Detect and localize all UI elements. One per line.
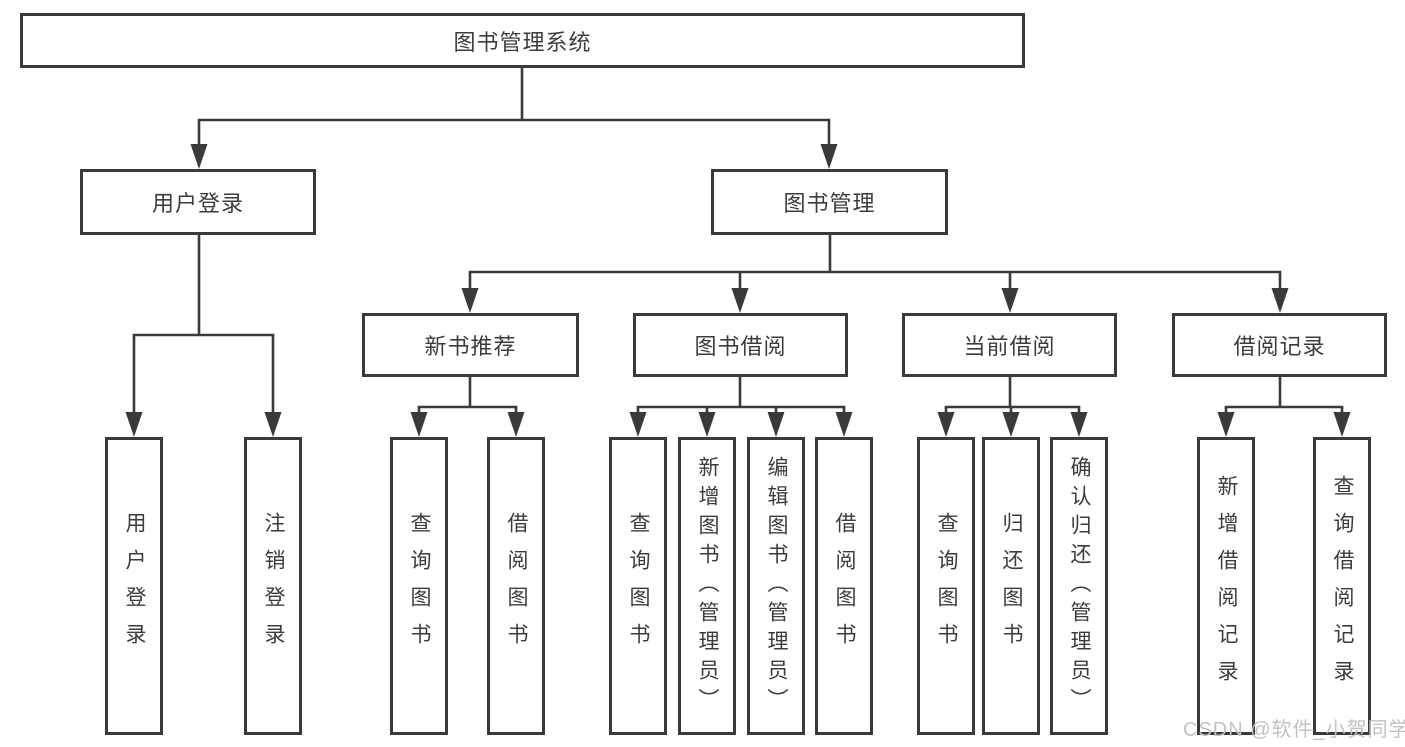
arrow-down-icon: [1271, 288, 1289, 313]
arrow-down-icon: [190, 144, 208, 169]
leaf-borrow-book-recommend: 借阅图书: [487, 437, 545, 735]
arrow-down-icon: [264, 412, 282, 437]
node-root: 图书管理系统: [20, 13, 1025, 68]
arrow-down-icon: [731, 288, 749, 313]
csdn-watermark: CSDN @软件_小贺同学: [1183, 719, 1405, 741]
arrow-down-icon: [1001, 288, 1019, 313]
arrow-down-icon: [937, 412, 955, 437]
leaf-logout: 注销登录: [244, 437, 302, 735]
arrow-down-icon: [820, 144, 838, 169]
node-borrow-records: 借阅记录: [1172, 313, 1387, 377]
arrow-down-icon: [507, 412, 525, 437]
arrow-down-icon: [698, 412, 716, 437]
node-book-borrow: 图书借阅: [633, 313, 848, 377]
arrow-down-icon: [410, 412, 428, 437]
arrow-down-icon: [1070, 412, 1088, 437]
node-current-borrow: 当前借阅: [902, 313, 1117, 377]
leaf-return-book: 归还图书: [982, 437, 1040, 735]
arrow-down-icon: [461, 288, 479, 313]
node-book-management: 图书管理: [711, 169, 948, 235]
leaf-add-borrow-record: 新增借阅记录: [1197, 437, 1255, 735]
leaf-query-book-borrow: 查询图书: [609, 437, 667, 735]
arrow-down-icon: [1217, 412, 1235, 437]
leaf-query-borrow-record: 查询借阅记录: [1313, 437, 1371, 735]
arrow-down-icon: [1333, 412, 1351, 437]
leaf-query-book-current: 查询图书: [917, 437, 975, 735]
leaf-add-book-admin: 新增图书（管理员）: [678, 437, 736, 735]
leaf-user-login: 用户登录: [105, 437, 163, 735]
arrow-down-icon: [1002, 412, 1020, 437]
leaf-query-book-recommend: 查询图书: [390, 437, 448, 735]
leaf-borrow-book: 借阅图书: [815, 437, 873, 735]
node-user-login: 用户登录: [80, 169, 316, 235]
arrow-down-icon: [629, 412, 647, 437]
leaf-confirm-return-admin: 确认归还（管理员）: [1050, 437, 1108, 735]
arrow-down-icon: [767, 412, 785, 437]
node-new-book-recommend: 新书推荐: [362, 313, 579, 377]
arrow-down-icon: [125, 412, 143, 437]
leaf-edit-book-admin: 编辑图书（管理员）: [747, 437, 805, 735]
arrow-down-icon: [835, 412, 853, 437]
